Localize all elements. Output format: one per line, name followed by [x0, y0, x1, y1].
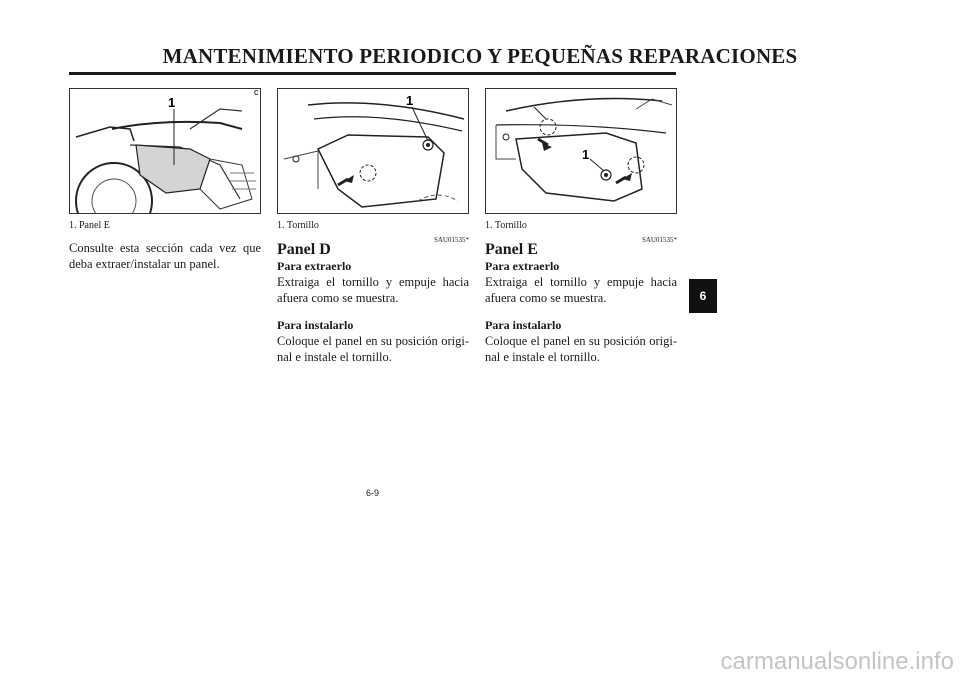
remove-paragraph: Extraiga el tornillo y empuje hacia afue…	[277, 275, 469, 305]
figure-corner-mark: c	[254, 89, 259, 97]
column-1: 1 c 1. Panel E Consulte esta sección cad…	[69, 88, 261, 272]
install-heading: Para instalarlo	[485, 318, 562, 332]
section-heading-panel-e: Panel E	[485, 241, 538, 258]
figure-caption: 1. Tornillo	[485, 220, 527, 231]
remove-paragraph: Extraiga el tornillo y empuje hacia afue…	[485, 275, 677, 305]
column-2: 1 1. Tornillo SAU01535* Panel D Para ext…	[277, 88, 469, 365]
title-rule	[69, 72, 676, 75]
chapter-tab: 6	[689, 279, 717, 313]
figure-callout-1: 1	[168, 95, 175, 110]
watermark: carmanualsonline.info	[720, 648, 954, 675]
reference-code: SAU01535*	[433, 236, 469, 244]
page-number: 6-9	[365, 488, 379, 498]
figure-panel-d: 1	[277, 88, 469, 214]
remove-heading: Para extraerlo	[485, 259, 560, 273]
figure-callout-1: 1	[582, 147, 589, 162]
install-heading: Para instalarlo	[277, 318, 354, 332]
figure-caption: 1. Tornillo	[277, 220, 319, 231]
install-paragraph: Coloque el panel en su posición origi-na…	[277, 334, 469, 364]
reference-code: SAU01535*	[641, 236, 677, 244]
intro-paragraph: Consulte esta sección cada vez que deba …	[69, 241, 261, 271]
panel-e-illustration: 1	[495, 97, 673, 202]
section-heading-panel-d: Panel D	[277, 241, 331, 258]
remove-heading: Para extraerlo	[277, 259, 352, 273]
figure-panel-e: 1	[485, 88, 677, 214]
figure-caption: 1. Panel E	[69, 220, 110, 231]
install-paragraph: Coloque el panel en su posición origi-na…	[485, 334, 677, 364]
figure-panel-e-overview: 1 c	[69, 88, 261, 214]
motorcycle-side-illustration: 1 c	[75, 89, 259, 213]
column-3: 1 1. Tornillo SAU01535* Panel E Para ext…	[485, 88, 677, 365]
figure-callout-1: 1	[406, 93, 413, 108]
page-title: MANTENIMIENTO PERIODICO Y PEQUEÑAS REPAR…	[162, 44, 798, 68]
panel-d-illustration: 1	[283, 93, 465, 208]
